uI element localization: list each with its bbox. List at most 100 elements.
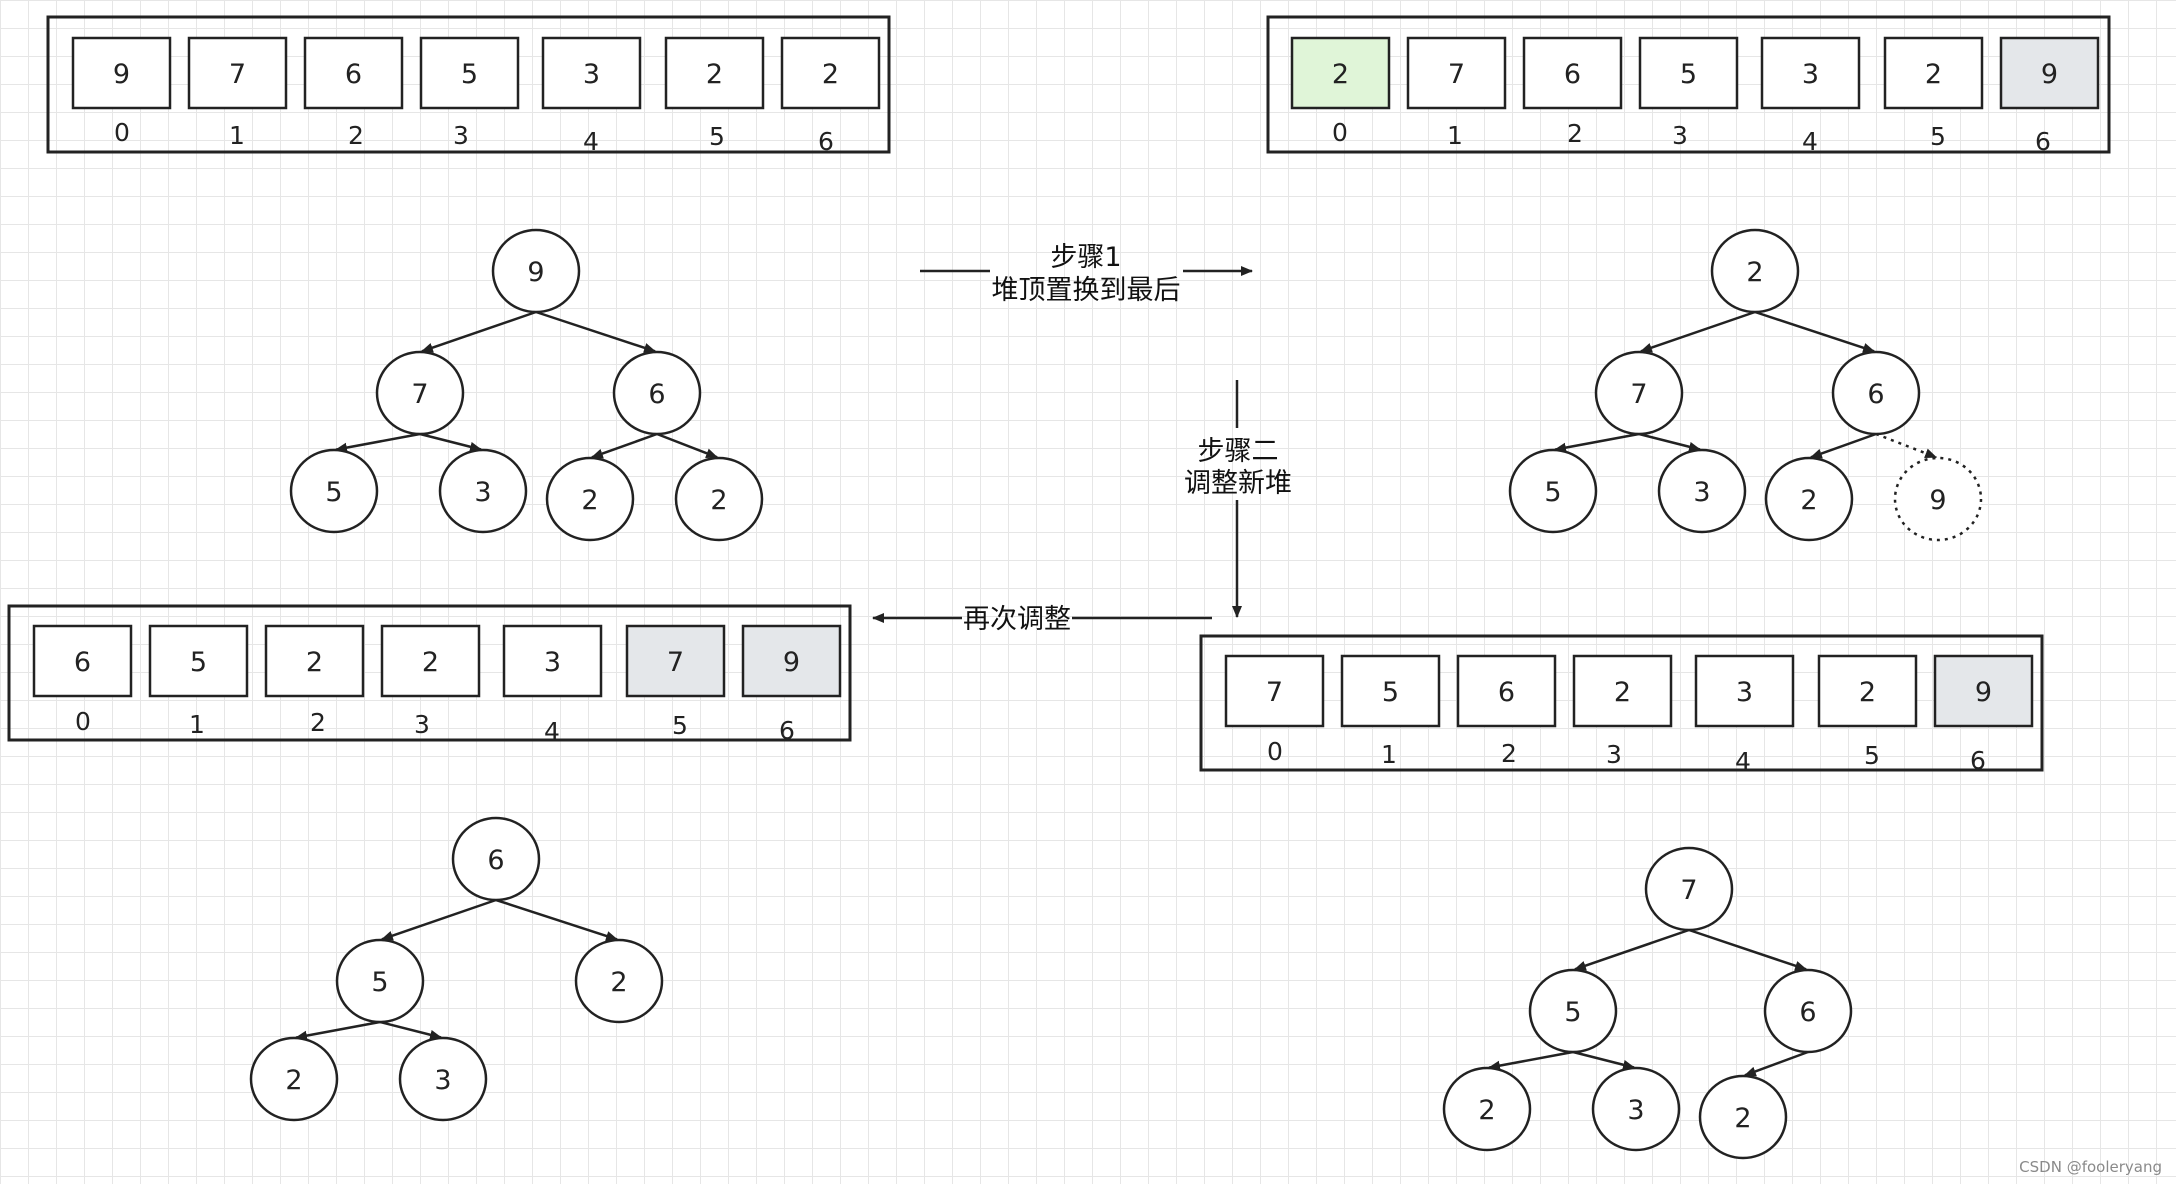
array-cell-value: 9 — [2041, 59, 2058, 90]
array-cell — [1817, 654, 1918, 728]
array-index-label: 3 — [453, 121, 469, 150]
array-cell-value: 7 — [229, 59, 246, 90]
array-index-label: 5 — [672, 711, 688, 740]
tree-node-value: 7 — [1630, 379, 1647, 410]
tree-node-value: 5 — [371, 967, 388, 998]
tree-node — [1591, 1066, 1681, 1152]
tree-node-value: 2 — [1734, 1103, 1751, 1134]
tree-node — [1710, 228, 1800, 314]
array-cell-value: 9 — [1975, 677, 1992, 708]
array-index-label: 0 — [75, 707, 91, 736]
array-cell — [1224, 654, 1325, 728]
array-cell — [419, 36, 520, 110]
array-cell — [1760, 36, 1861, 110]
tree-node — [491, 228, 581, 314]
array-cell-value: 3 — [1802, 59, 1819, 90]
tree-node-value: 7 — [1680, 875, 1697, 906]
tree-node — [612, 350, 702, 436]
tree-edge — [495, 898, 619, 941]
array-cell-value: 2 — [422, 647, 439, 678]
array-frame — [1199, 634, 2044, 772]
array-layer: 9071625334252620716253342596705162233425… — [7, 15, 2111, 776]
array-index-label: 2 — [1501, 739, 1517, 768]
tree-node — [1763, 968, 1853, 1054]
array-cell — [32, 624, 133, 698]
array-index-label: 5 — [1864, 741, 1880, 770]
array-cell — [541, 36, 642, 110]
tree-node — [289, 448, 379, 534]
array-cell — [1999, 36, 2100, 110]
tree-edge — [420, 310, 537, 353]
array-index-label: 3 — [1672, 121, 1688, 150]
tree-node — [1644, 846, 1734, 932]
array-cell-value: 2 — [306, 647, 323, 678]
tree-node-value: 5 — [325, 477, 342, 508]
tree-node-value: 2 — [610, 967, 627, 998]
array-cell — [303, 36, 404, 110]
tree-edge — [380, 898, 497, 941]
array-cell — [1456, 654, 1557, 728]
array-index-label: 4 — [1802, 127, 1818, 156]
array-index-label: 6 — [1970, 746, 1986, 775]
array-index-label: 5 — [1930, 122, 1946, 151]
tree-node-value: 6 — [1867, 379, 1884, 410]
array-cell-value: 5 — [190, 647, 207, 678]
array-cell-value: 3 — [544, 647, 561, 678]
array-index-label: 6 — [779, 716, 795, 745]
tree-node-value: 3 — [1627, 1095, 1644, 1126]
tree-node-value: 5 — [1544, 477, 1561, 508]
step1-label: 步骤1 — [1050, 242, 1121, 273]
array-cell-value: 2 — [1925, 59, 1942, 90]
tree-edge — [1743, 1050, 1809, 1077]
tree-edge — [590, 432, 658, 459]
array-cell-value: 5 — [1382, 677, 1399, 708]
array-index-label: 6 — [818, 127, 834, 156]
array-index-label: 4 — [1735, 747, 1751, 776]
array-index-label: 1 — [1381, 740, 1397, 769]
tree-node — [574, 938, 664, 1024]
array-cell — [380, 624, 481, 698]
tree-node — [1442, 1066, 1532, 1152]
array-cell-value: 5 — [461, 59, 478, 90]
array-cell-value: 6 — [345, 59, 362, 90]
tree-node — [1831, 350, 1921, 436]
tree-node-value: 5 — [1564, 997, 1581, 1028]
array-index-label: 1 — [229, 121, 245, 150]
tree-edge — [1754, 310, 1876, 353]
array-cell — [1638, 36, 1739, 110]
array-index-label: 6 — [2035, 127, 2051, 156]
tree-edge — [1809, 432, 1877, 459]
array-frame — [46, 15, 891, 154]
tree-node — [398, 1036, 488, 1122]
tree-edge — [294, 1020, 381, 1041]
array-index-label: 1 — [189, 710, 205, 739]
step1-description: 堆顶置换到最后 — [992, 275, 1181, 306]
tree-edge — [419, 432, 483, 452]
step2-label: 步骤二 — [1198, 436, 1279, 467]
array-cell — [1406, 36, 1507, 110]
tree-node-value: 2 — [1746, 257, 1763, 288]
tree-node — [674, 456, 764, 542]
array-index-label: 1 — [1447, 121, 1463, 150]
array-cell-value: 3 — [1736, 677, 1753, 708]
array-cell — [741, 624, 842, 698]
tree-node-value: 3 — [474, 477, 491, 508]
array-cell-value: 2 — [706, 59, 723, 90]
array-cell-value: 6 — [74, 647, 91, 678]
array-index-label: 3 — [414, 710, 430, 739]
array-cell — [1694, 654, 1795, 728]
tree-edge — [1639, 310, 1756, 353]
tree-edge — [656, 432, 719, 459]
tree-node — [1508, 448, 1598, 534]
array-cell — [71, 36, 172, 110]
tree-node-value: 6 — [487, 845, 504, 876]
tree-node — [1698, 1074, 1788, 1160]
array-cell — [1522, 36, 1623, 110]
tree-edge — [535, 310, 657, 353]
watermark: CSDN @fooleryang — [2019, 1158, 2162, 1176]
